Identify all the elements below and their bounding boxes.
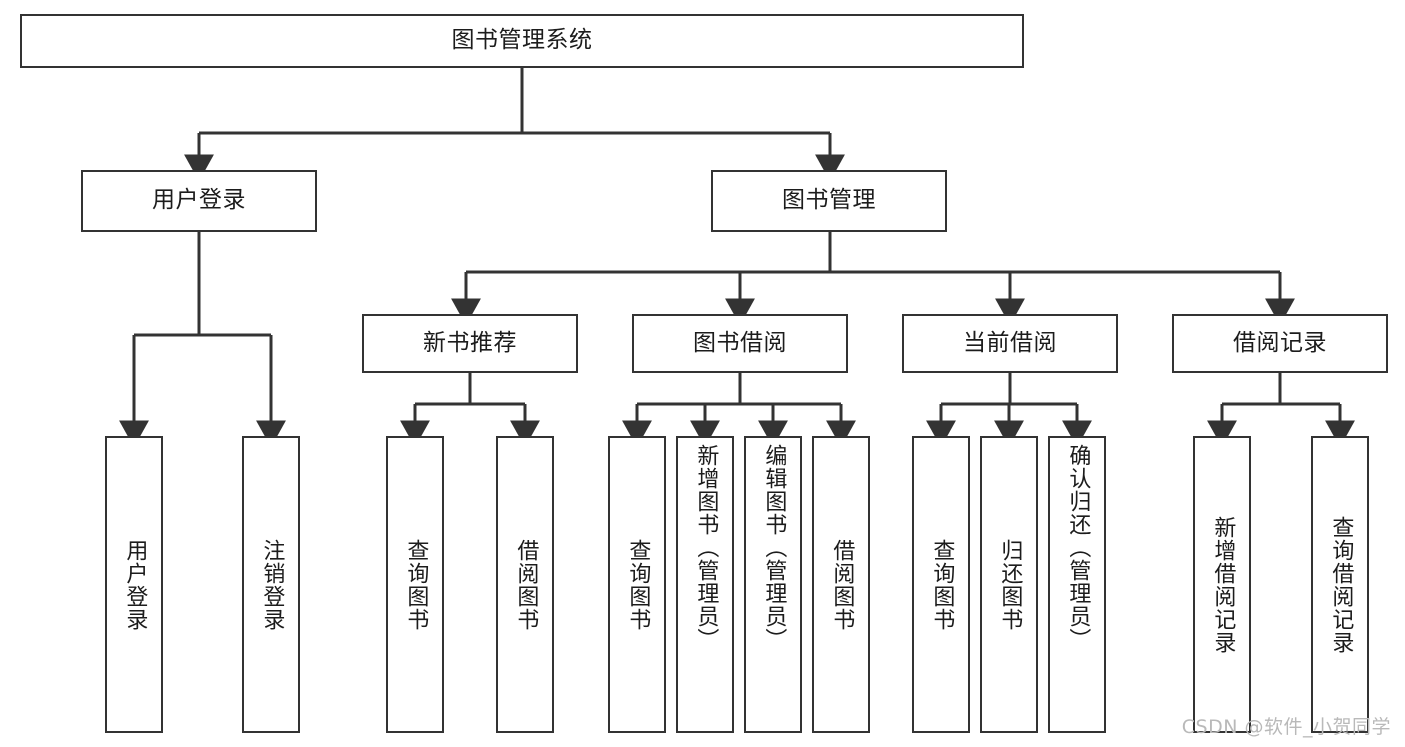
node-borrow-record-label: 借阅记录 — [1233, 329, 1327, 356]
leaf-confirm-return[interactable]: 确认归还（管理员） — [1048, 436, 1106, 733]
node-user-login-label: 用户登录 — [152, 187, 246, 214]
leaf-query-book-2-label: 查询图书 — [625, 538, 651, 631]
leaf-edit-book-label: 编辑图书（管理员） — [761, 444, 787, 651]
leaf-query-book-1-label: 查询图书 — [403, 538, 429, 631]
leaf-return-book[interactable]: 归还图书 — [980, 436, 1038, 733]
leaf-add-record[interactable]: 新增借阅记录 — [1193, 436, 1251, 733]
leaf-borrow-book-1-label: 借阅图书 — [513, 538, 539, 631]
leaf-return-book-label: 归还图书 — [997, 538, 1023, 631]
leaf-user-logout[interactable]: 注销登录 — [242, 436, 300, 733]
node-current-borrow[interactable]: 当前借阅 — [902, 314, 1118, 373]
leaf-confirm-return-label: 确认归还（管理员） — [1065, 444, 1091, 651]
node-current-borrow-label: 当前借阅 — [963, 329, 1057, 356]
leaf-query-record[interactable]: 查询借阅记录 — [1311, 436, 1369, 733]
leaf-query-book-3-label: 查询图书 — [929, 538, 955, 631]
node-root-label: 图书管理系统 — [451, 27, 593, 54]
leaf-add-record-label: 新增借阅记录 — [1210, 515, 1236, 654]
leaf-query-record-label: 查询借阅记录 — [1328, 515, 1354, 654]
node-book-borrow-label: 图书借阅 — [693, 329, 787, 356]
leaf-user-login[interactable]: 用户登录 — [105, 436, 163, 733]
node-new-book-recommend-label: 新书推荐 — [423, 329, 517, 356]
leaf-user-login-label: 用户登录 — [122, 538, 148, 631]
leaf-borrow-book-2[interactable]: 借阅图书 — [812, 436, 870, 733]
node-book-borrow[interactable]: 图书借阅 — [632, 314, 848, 373]
node-book-management[interactable]: 图书管理 — [711, 170, 947, 232]
csdn-watermark: CSDN @软件_小贺同学 — [1181, 716, 1391, 738]
leaf-edit-book[interactable]: 编辑图书（管理员） — [744, 436, 802, 733]
leaf-query-book-2[interactable]: 查询图书 — [608, 436, 666, 733]
node-borrow-record[interactable]: 借阅记录 — [1172, 314, 1388, 373]
leaf-query-book-1[interactable]: 查询图书 — [386, 436, 444, 733]
leaf-add-book[interactable]: 新增图书（管理员） — [676, 436, 734, 733]
leaf-query-book-3[interactable]: 查询图书 — [912, 436, 970, 733]
leaf-add-book-label: 新增图书（管理员） — [693, 444, 719, 651]
leaf-borrow-book-1[interactable]: 借阅图书 — [496, 436, 554, 733]
leaf-borrow-book-2-label: 借阅图书 — [829, 538, 855, 631]
leaf-user-logout-label: 注销登录 — [259, 538, 285, 631]
node-user-login[interactable]: 用户登录 — [81, 170, 317, 232]
node-root-system[interactable]: 图书管理系统 — [20, 14, 1024, 68]
node-new-book-recommend[interactable]: 新书推荐 — [362, 314, 578, 373]
node-book-management-label: 图书管理 — [782, 187, 876, 214]
